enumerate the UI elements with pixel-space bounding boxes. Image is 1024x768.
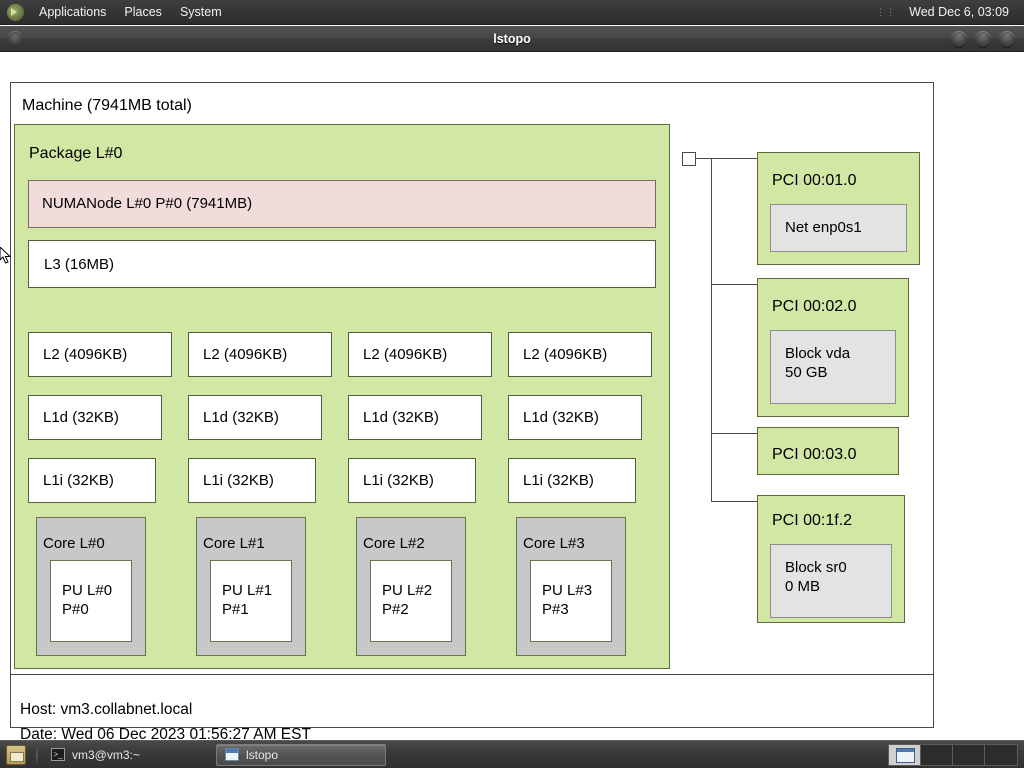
l1d-cache-box[interactable] [188,395,322,440]
l2-cache-label: L2 (4096KB) [43,346,128,363]
workspace-1[interactable] [889,744,921,765]
pci-label: PCI 00:02.0 [772,298,857,315]
tree-connector [711,501,757,502]
l2-cache-label: L2 (4096KB) [203,346,288,363]
l2-cache-box[interactable] [28,332,172,377]
pci-child-box[interactable] [770,544,892,618]
lstopo-canvas[interactable]: Machine (7941MB total) Package L#0 NUMAN… [0,52,1024,740]
task-button-label: vm3@vm3:~ [72,747,140,762]
core-label: Core L#0 [43,535,105,552]
l1i-cache-label: L1i (32KB) [363,472,434,489]
menu-applications[interactable]: Applications [39,5,107,19]
lstopo-window: lstopo Machine (7941MB total) Package L#… [0,26,1024,740]
panel-separator [36,745,38,764]
l1d-cache-box[interactable] [508,395,642,440]
footer-divider [11,674,933,675]
l2-cache-label: L2 (4096KB) [523,346,608,363]
pci-child-box[interactable] [770,330,896,404]
core-label: Core L#2 [363,535,425,552]
pci-label: PCI 00:1f.2 [772,512,853,529]
core-label: Core L#3 [523,535,585,552]
l1i-cache-label: L1i (32KB) [523,472,594,489]
minimize-icon[interactable] [951,31,967,47]
task-button-terminal[interactable]: >_ vm3@vm3:~ [42,744,212,766]
gnome-top-panel: Applications Places System ⋮⋮ Wed Dec 6,… [0,0,1024,25]
pu-label: PU L#2 P#2 [382,582,433,618]
window-list-panel: >_ vm3@vm3:~ lstopo [0,740,1024,768]
pu-label: PU L#0 P#0 [62,582,113,618]
pu-label: PU L#1 P#1 [222,582,273,618]
task-button-label: lstopo [246,747,279,762]
package-label: Package L#0 [29,145,123,162]
pu-box[interactable] [530,560,612,642]
pu-box[interactable] [50,560,132,642]
tree-connector [696,158,712,159]
clock[interactable]: Wed Dec 6, 03:09 [909,5,1009,19]
window-titlebar[interactable]: lstopo [0,26,1024,52]
l1d-cache-label: L1d (32KB) [363,409,439,426]
tree-connector [711,158,757,159]
pci-child-label: Block sr0 0 MB [785,559,847,595]
l1i-cache-label: L1i (32KB) [43,472,114,489]
grip-dots-icon: ⋮⋮ [876,6,897,17]
workspace-2[interactable] [921,744,953,765]
l3-cache-box[interactable] [28,240,656,288]
l1i-cache-box[interactable] [508,458,636,503]
pci-child-label: Block vda 50 GB [785,345,851,381]
menu-system[interactable]: System [179,5,222,19]
l1i-cache-label: L1i (32KB) [203,472,274,489]
panel-status-area: ⋮⋮ Wed Dec 6, 03:09 [876,2,1024,22]
l2-cache-box[interactable] [348,332,492,377]
l1d-cache-label: L1d (32KB) [43,409,119,426]
maximize-icon[interactable] [975,31,991,47]
window-title: lstopo [493,31,531,46]
l1d-cache-box[interactable] [348,395,482,440]
l1i-cache-box[interactable] [188,458,316,503]
l2-cache-box[interactable] [188,332,332,377]
l3-cache-label: L3 (16MB) [44,256,115,273]
window-menu-icon[interactable] [7,31,23,47]
gnome-foot-icon[interactable] [7,3,24,21]
host-bridge-node[interactable] [682,152,696,166]
task-button-lstopo[interactable]: lstopo [216,743,386,766]
numanode-label: NUMANode L#0 P#0 (7941MB) [42,195,253,212]
menu-places[interactable]: Places [124,5,162,19]
window-icon [225,748,239,761]
l1d-cache-label: L1d (32KB) [523,409,599,426]
date-label: Date: Wed 06 Dec 2023 01:56:27 AM EST [20,726,311,740]
pci-child-box[interactable] [770,204,907,252]
workspace-switcher[interactable] [888,743,1018,766]
pci-box[interactable] [757,427,899,475]
pu-box[interactable] [210,560,292,642]
l2-cache-label: L2 (4096KB) [363,346,448,363]
core-label: Core L#1 [203,535,265,552]
tree-bus-line [711,158,712,501]
window-controls [951,31,1015,47]
numanode-box[interactable] [28,180,656,228]
pci-child-label: Net enp0s1 [785,219,862,236]
machine-label: Machine (7941MB total) [22,97,192,114]
tree-connector [711,284,757,285]
host-label: Host: vm3.collabnet.local [20,701,193,718]
l1d-cache-box[interactable] [28,395,162,440]
l1i-cache-box[interactable] [28,458,156,503]
pu-label: PU L#3 P#3 [542,582,593,618]
close-icon[interactable] [999,31,1015,47]
workspace-4[interactable] [985,745,1017,765]
pu-box[interactable] [370,560,452,642]
terminal-icon: >_ [51,748,65,761]
l2-cache-box[interactable] [508,332,652,377]
l1i-cache-box[interactable] [348,458,476,503]
tree-connector [711,433,757,434]
workspace-3[interactable] [953,744,985,765]
l1d-cache-label: L1d (32KB) [203,409,279,426]
show-desktop-icon[interactable] [6,744,26,765]
pci-label: PCI 00:01.0 [772,172,857,189]
pci-label: PCI 00:03.0 [772,446,857,463]
